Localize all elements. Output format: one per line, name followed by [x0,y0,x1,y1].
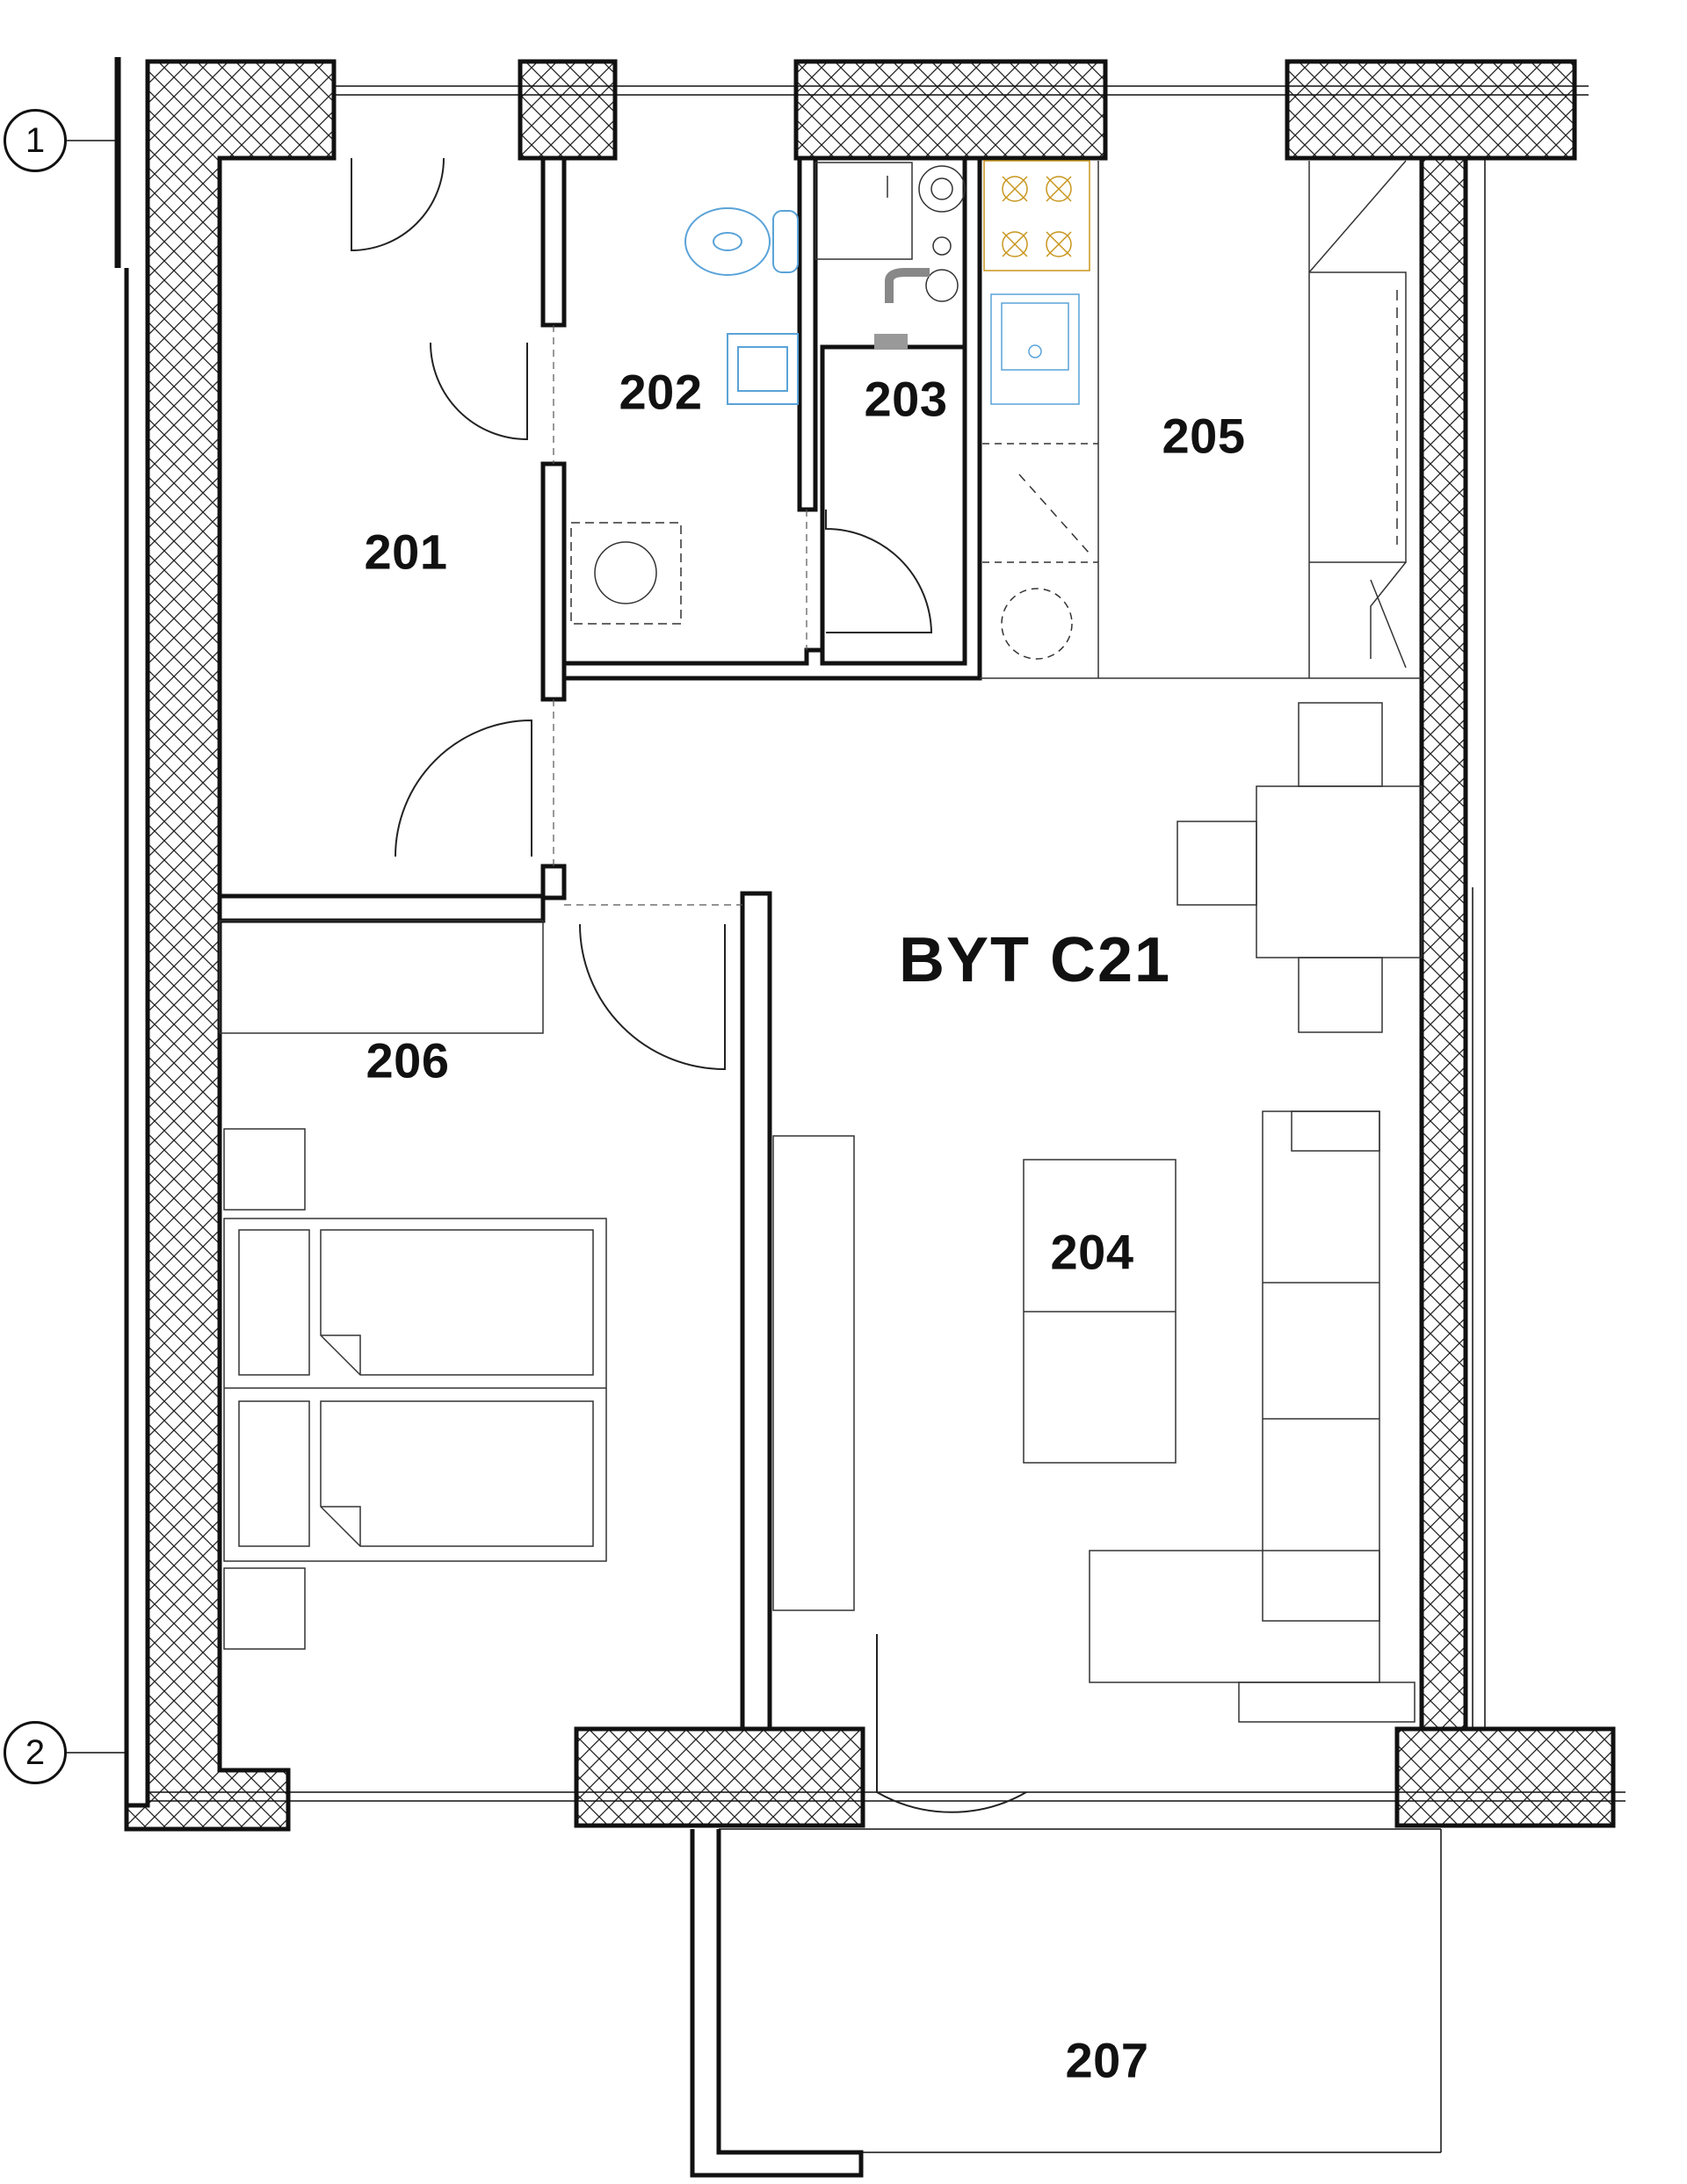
south-pier-1 [574,1726,865,1828]
axis-lines [67,140,127,1754]
door-bath [430,342,528,441]
wc-tank [772,210,799,273]
kitchen [980,160,1422,679]
sanitary-fixtures [684,207,799,405]
room-label-202: 202 [619,364,703,420]
south-pier-2 [1394,1726,1616,1828]
north-pier-1 [518,59,618,161]
wardrobe-206 [219,920,544,1034]
nightstand-top [223,1128,306,1211]
wall-206-204 [740,891,772,1732]
dining-table [1256,785,1423,958]
wall-stub [540,864,567,900]
east-wall [1419,155,1468,1732]
fridge [1001,588,1073,660]
wall-201-206 [217,893,546,923]
living-furniture [772,1110,1415,1723]
doors [351,157,1027,1813]
door-206 [579,923,726,1071]
tv-unit [772,1135,855,1611]
dining-set [1177,702,1423,1033]
north-pier-3 [1285,59,1577,161]
washing-machine [570,522,682,625]
room-label-201: 201 [364,524,448,580]
axis-marker-2-text: 2 [25,1732,46,1772]
room-label-204: 204 [1050,1224,1134,1280]
wc-bowl [684,207,771,276]
interior-walls [217,155,982,1732]
kitchen-sink [990,293,1080,405]
bedroom-furniture [219,920,607,1650]
room-label-203: 203 [864,371,948,427]
axis-marker-1: 1 [4,109,67,172]
axis-marker-1-text: 1 [25,120,46,160]
door-entry [351,157,445,252]
sofa-back [1262,1110,1380,1622]
wall-201-202-lower [540,461,567,702]
wall-202-203 [797,155,818,512]
double-bed [223,1218,607,1562]
room-label-205: 205 [1162,408,1246,464]
bathroom-items [570,162,966,625]
wardrobe-205 [1308,160,1407,669]
west-wall [124,59,337,1832]
wall-201-202-upper [540,155,567,328]
washbasin [727,333,799,405]
exterior-walls [124,59,1616,1832]
room-label-206: 206 [366,1032,450,1088]
room-label-207: 207 [1065,2032,1149,2088]
door-balcony [876,1634,1027,1813]
opening-lines [553,325,807,906]
nightstand-bottom [223,1567,306,1650]
apartment-label: BYT C21 [898,925,1172,995]
door-shower [825,510,933,633]
balcony [690,1828,1442,2178]
north-pier-2 [793,59,1108,161]
facade-lines [114,57,1625,1829]
cooktop [983,160,1090,271]
door-201 [395,719,532,857]
axis-marker-2: 2 [4,1721,67,1784]
boiler [815,162,913,260]
sofa-chaise [1089,1550,1380,1683]
